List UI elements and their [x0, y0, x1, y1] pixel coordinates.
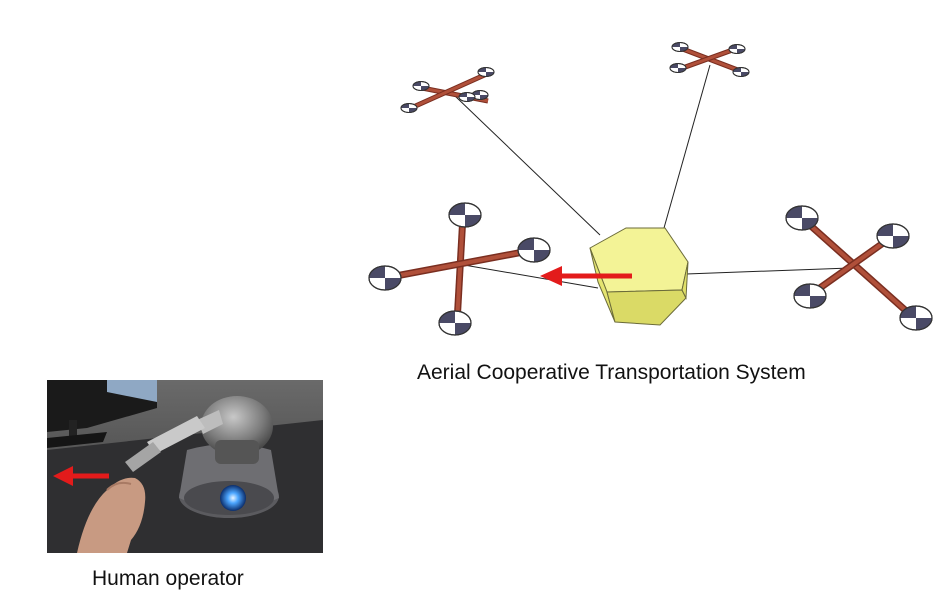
quadrotor-icon: [785, 205, 933, 331]
monitor-icon: [47, 380, 157, 448]
quadrotor-icon: [669, 42, 750, 77]
system-caption: Aerial Cooperative Transportation System: [417, 361, 806, 384]
operator-photo: [47, 380, 323, 553]
quadrotor-icon: [400, 67, 495, 113]
hand-icon: [77, 477, 146, 553]
operator-caption: Human operator: [92, 567, 244, 590]
haptic-device-icon: [125, 396, 279, 518]
cables: [453, 64, 851, 289]
aerial-transport-diagram: [368, 42, 933, 336]
quadrotor-icon: [368, 202, 551, 336]
red-arrow-icon: [540, 266, 632, 286]
red-arrow-icon: [53, 466, 109, 486]
